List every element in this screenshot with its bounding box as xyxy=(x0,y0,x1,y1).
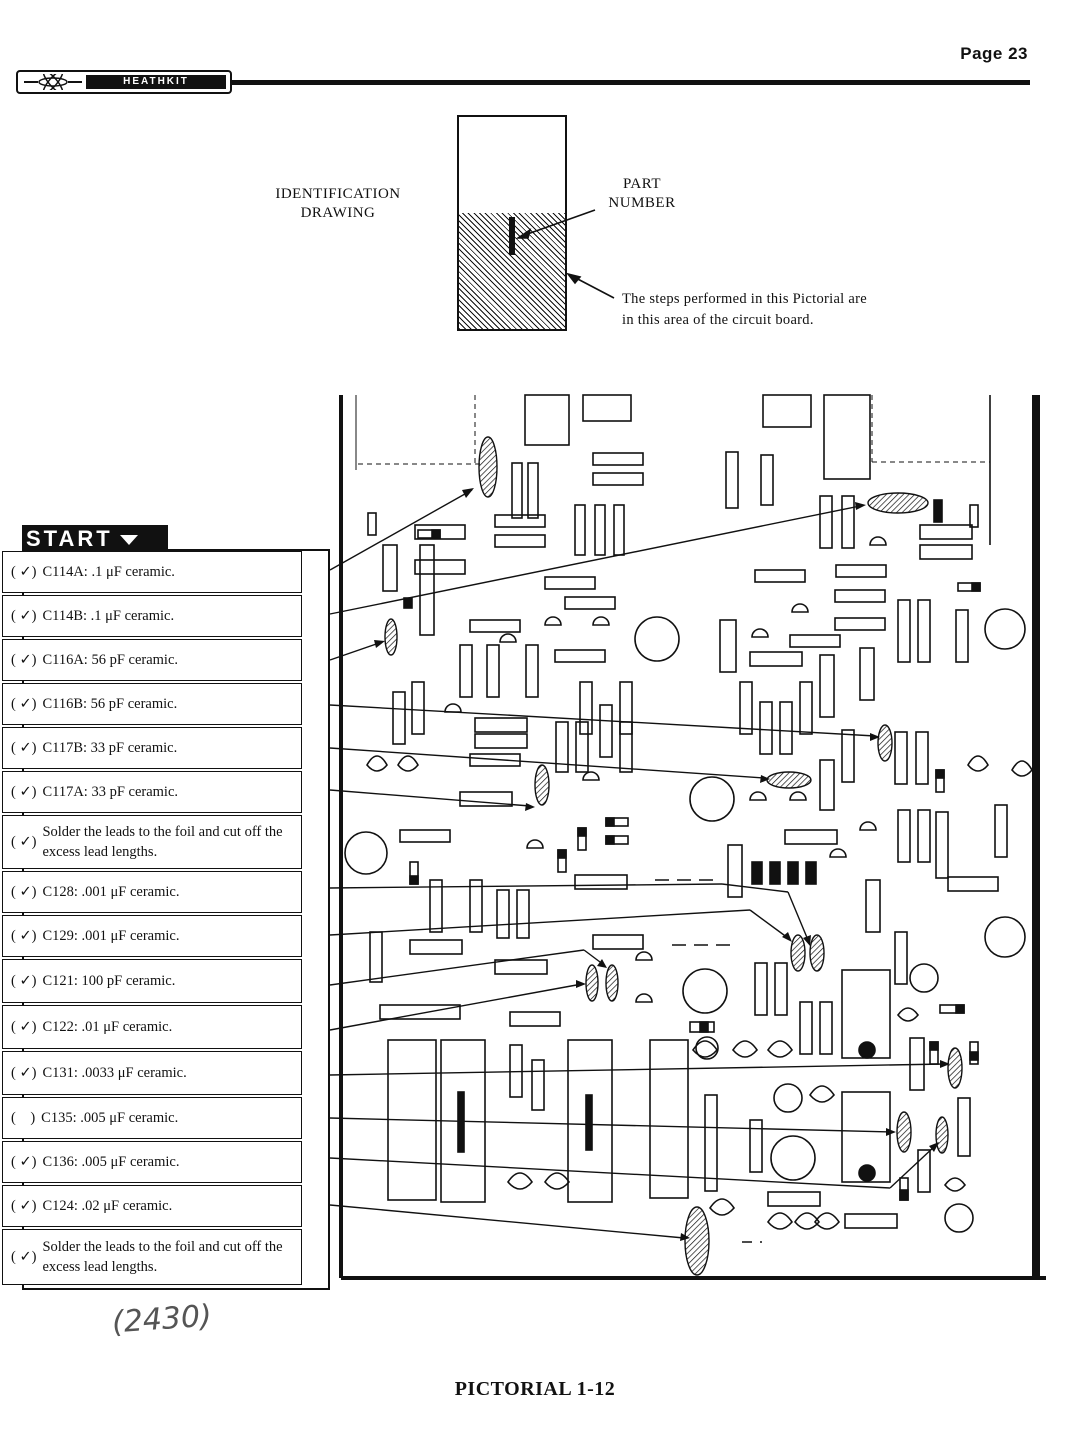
step-checkbox[interactable]: ( ✓) xyxy=(11,834,37,850)
step-item[interactable]: ( ✓) C114B: .1 μF ceramic. xyxy=(2,595,302,637)
step-item[interactable]: ( ✓) C117B: 33 pF ceramic. xyxy=(2,727,302,769)
part-number-mark xyxy=(509,217,515,255)
identification-drawing xyxy=(457,115,567,331)
header-rule xyxy=(230,80,1030,85)
start-text: START xyxy=(26,526,113,551)
step-item[interactable]: ( ) C135: .005 μF ceramic. xyxy=(2,1097,302,1139)
step-checkbox[interactable]: ( ) xyxy=(11,1110,36,1126)
step-text: C135: .005 μF ceramic. xyxy=(41,1110,179,1126)
step-item[interactable]: ( ✓) C114A: .1 μF ceramic. xyxy=(2,551,302,593)
part-number-label: PART NUMBER xyxy=(608,176,676,211)
step-item[interactable]: ( ✓) C121: 100 pF ceramic. xyxy=(2,959,302,1003)
step-text: C116B: 56 pF ceramic. xyxy=(42,696,178,712)
step-text: C128: .001 μF ceramic. xyxy=(42,884,180,900)
step-item[interactable]: ( ✓) C129: .001 μF ceramic. xyxy=(2,915,302,957)
step-item[interactable]: ( ✓) C136: .005 μF ceramic. xyxy=(2,1141,302,1183)
step-text: C116A: 56 pF ceramic. xyxy=(42,652,179,668)
step-item[interactable]: ( ✓) Solder the leads to the foil and cut… xyxy=(2,1229,302,1285)
step-text: C129: .001 μF ceramic. xyxy=(42,928,180,944)
step-checkbox[interactable]: ( ✓) xyxy=(11,973,37,989)
step-checkbox[interactable]: ( ✓) xyxy=(11,1019,37,1035)
step-text: C117A: 33 pF ceramic. xyxy=(42,784,179,800)
step-text: C114A: .1 μF ceramic. xyxy=(42,564,175,580)
step-text: C121: 100 pF ceramic. xyxy=(42,973,176,989)
start-label: START xyxy=(22,525,168,552)
pictorial-area-note: The steps performed in this Pictorial ar… xyxy=(622,291,868,328)
step-checkbox[interactable]: ( ✓) xyxy=(11,1198,37,1214)
step-text: Solder the leads to the foil and cut off… xyxy=(42,1239,283,1275)
page-number: Page 23 xyxy=(960,44,1028,63)
step-checkbox[interactable]: ( ✓) xyxy=(11,928,37,944)
step-text: C136: .005 μF ceramic. xyxy=(42,1154,180,1170)
step-item[interactable]: ( ✓) C117A: 33 pF ceramic. xyxy=(2,771,302,813)
step-item[interactable]: ( ✓) C131: .0033 μF ceramic. xyxy=(2,1051,302,1095)
step-text: Solder the leads to the foil and cut off… xyxy=(42,824,283,860)
step-checkbox[interactable]: ( ✓) xyxy=(11,696,37,712)
step-text: C122: .01 μF ceramic. xyxy=(42,1019,173,1035)
step-checkbox[interactable]: ( ✓) xyxy=(11,1249,37,1265)
step-checkbox[interactable]: ( ✓) xyxy=(11,1065,37,1081)
start-arrow-icon xyxy=(120,535,138,545)
step-item[interactable]: ( ✓) C124: .02 μF ceramic. xyxy=(2,1185,302,1227)
atom-icon xyxy=(24,74,82,90)
step-item[interactable]: ( ✓) C128: .001 μF ceramic. xyxy=(2,871,302,913)
pictorial-caption: PICTORIAL 1-12 xyxy=(454,1378,616,1400)
step-item[interactable]: ( ✓) Solder the leads to the foil and cut… xyxy=(2,815,302,869)
step-checkbox[interactable]: ( ✓) xyxy=(11,740,37,756)
identification-drawing-label: IDENTIFICATION DRAWING xyxy=(275,186,401,221)
step-checkbox[interactable]: ( ✓) xyxy=(11,652,37,668)
step-text: C124: .02 μF ceramic. xyxy=(42,1198,173,1214)
heathkit-logo: HEATHKIT xyxy=(16,70,232,94)
step-item[interactable]: ( ✓) C116B: 56 pF ceramic. xyxy=(2,683,302,725)
step-checkbox[interactable]: ( ✓) xyxy=(11,884,37,900)
step-checkbox[interactable]: ( ✓) xyxy=(11,564,37,580)
step-checkbox[interactable]: ( ✓) xyxy=(11,608,37,624)
step-item[interactable]: ( ✓) C116A: 56 pF ceramic. xyxy=(2,639,302,681)
step-text: C131: .0033 μF ceramic. xyxy=(42,1065,187,1081)
step-text: C114B: .1 μF ceramic. xyxy=(42,608,175,624)
step-checkbox[interactable]: ( ✓) xyxy=(11,784,37,800)
step-checkbox[interactable]: ( ✓) xyxy=(11,1154,37,1170)
logo-text: HEATHKIT xyxy=(86,75,226,89)
handwritten-note: (2430) xyxy=(110,1298,213,1341)
step-item[interactable]: ( ✓) C122: .01 μF ceramic. xyxy=(2,1005,302,1049)
step-text: C117B: 33 pF ceramic. xyxy=(42,740,178,756)
